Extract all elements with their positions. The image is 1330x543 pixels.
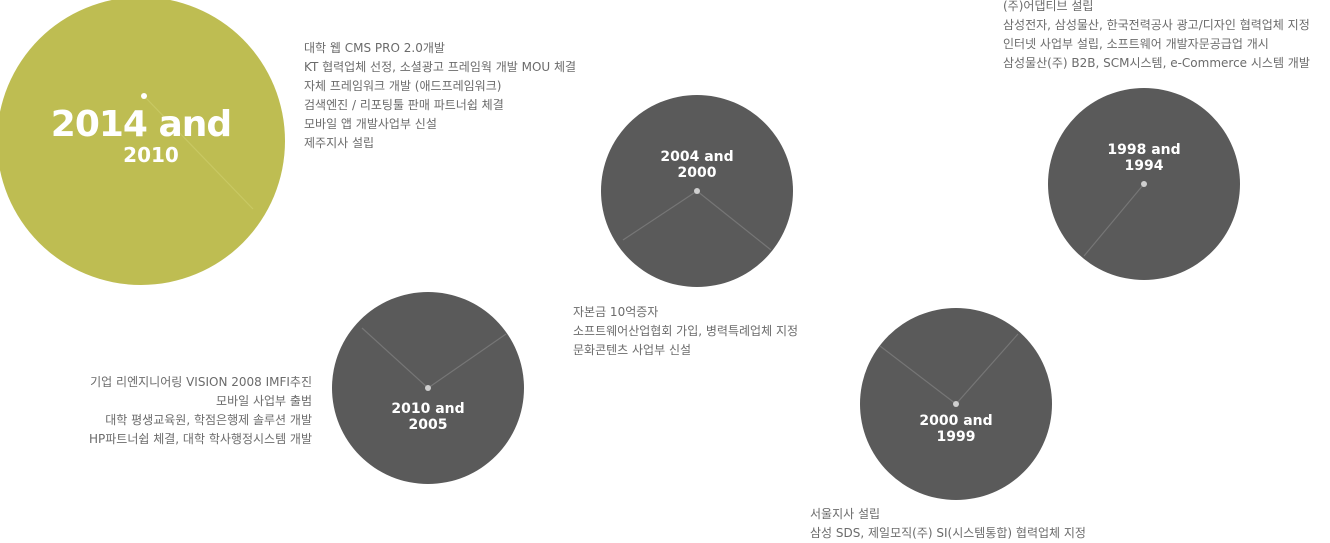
clock-hands-icon <box>1083 183 1145 257</box>
year-line2: 2000 <box>677 165 717 181</box>
period-2004-2000-list: 자본금 10억증자 소프트웨어산업협회 가입, 병력특례업체 지정 문화콘텐츠 … <box>573 303 798 360</box>
clock-hands-icon <box>879 333 1019 405</box>
list-item: 삼성 SDS, 제일모직(주) SI(시스템통합) 협력업체 지정 <box>810 526 1086 540</box>
clock-hands-icon <box>361 327 507 389</box>
list-item: 서울지사 설립 <box>810 507 881 521</box>
year-line2: 2010 <box>123 143 179 167</box>
list-item: (주)어댑티브 설립 <box>1003 0 1094 13</box>
year-line1: 2010 and <box>391 401 465 417</box>
year-line1: 1998 and <box>1107 142 1181 158</box>
list-item: 인터넷 사업부 설립, 소프트웨어 개발자문공급업 개시 <box>1003 37 1269 51</box>
clock-hands-icon <box>622 190 772 251</box>
center-dot-icon <box>953 401 959 407</box>
year-line2: 1994 <box>1124 158 1164 174</box>
period-2014-2010-circle[interactable]: 2014 and 2010 <box>0 0 285 285</box>
list-item: 소프트웨어산업협회 가입, 병력특례업체 지정 <box>573 324 799 338</box>
list-item: 삼성물산(주) B2B, SCM시스템, e-Commerce 시스템 개발 <box>1003 56 1310 70</box>
period-2000-1999-list: 서울지사 설립 삼성 SDS, 제일모직(주) SI(시스템통합) 협력업체 지… <box>810 505 1086 543</box>
list-item: 자체 프레임워크 개발 (애드프레임워크) <box>304 79 502 93</box>
period-2014-2010-list: 대학 웹 CMS PRO 2.0개발 KT 협력업체 선정, 소셜광고 프레임웍… <box>304 39 576 153</box>
list-item: 검색엔진 / 리포팅툴 판매 파트너쉽 체결 <box>304 98 504 112</box>
list-item: 대학 평생교육원, 학점은행제 솔루션 개발 <box>105 413 312 427</box>
period-2000-1999-year: 2000 and 1999 <box>860 413 1052 445</box>
center-dot-icon <box>1141 181 1147 187</box>
center-dot-icon <box>694 188 700 194</box>
list-item: 대학 웹 CMS PRO 2.0개발 <box>304 41 445 55</box>
list-item: HP파트너쉽 체결, 대학 학사행정시스템 개발 <box>88 432 312 446</box>
list-item: KT 협력업체 선정, 소셜광고 프레임웍 개발 MOU 체결 <box>304 60 577 74</box>
list-item: 기업 리엔지니어링 VISION 2008 IMFI추진 <box>90 375 312 389</box>
period-2000-1999-circle[interactable]: 2000 and 1999 <box>860 308 1052 500</box>
list-item: 제주지사 설립 <box>304 136 375 150</box>
period-2004-2000-circle[interactable]: 2004 and 2000 <box>601 95 793 287</box>
clock-hands-icon <box>143 95 254 210</box>
center-dot-icon <box>425 385 431 391</box>
list-item: 삼성전자, 삼성물산, 한국전력공사 광고/디자인 협력업체 지정 <box>1003 18 1310 32</box>
list-item: 자본금 10억증자 <box>573 305 659 319</box>
period-2010-2005-list: 기업 리엔지니어링 VISION 2008 IMFI추진 모바일 사업부 출범 … <box>89 373 312 449</box>
period-2004-2000-year: 2004 and 2000 <box>601 149 793 181</box>
center-dot-icon <box>141 93 147 99</box>
year-line1: 2000 and <box>919 413 993 429</box>
list-item: 모바일 사업부 출범 <box>216 394 312 408</box>
year-line1: 2004 and <box>660 149 734 165</box>
year-line1: 2014 and <box>50 104 232 145</box>
year-line2: 1999 <box>936 429 976 445</box>
period-1998-1994-year: 1998 and 1994 <box>1048 142 1240 174</box>
period-2010-2005-circle[interactable]: 2010 and 2005 <box>332 292 524 484</box>
year-line2: 2005 <box>408 417 448 433</box>
list-item: 문화콘텐츠 사업부 신설 <box>573 343 692 357</box>
period-2010-2005-year: 2010 and 2005 <box>332 401 524 433</box>
list-item: 모바일 앱 개발사업부 신설 <box>304 117 437 131</box>
period-1998-1994-circle[interactable]: 1998 and 1994 <box>1048 88 1240 280</box>
period-1998-1994-list: (주)어댑티브 설립 삼성전자, 삼성물산, 한국전력공사 광고/디자인 협력업… <box>1003 0 1310 73</box>
period-2014-2010-year: 2014 and 2010 <box>0 104 285 167</box>
